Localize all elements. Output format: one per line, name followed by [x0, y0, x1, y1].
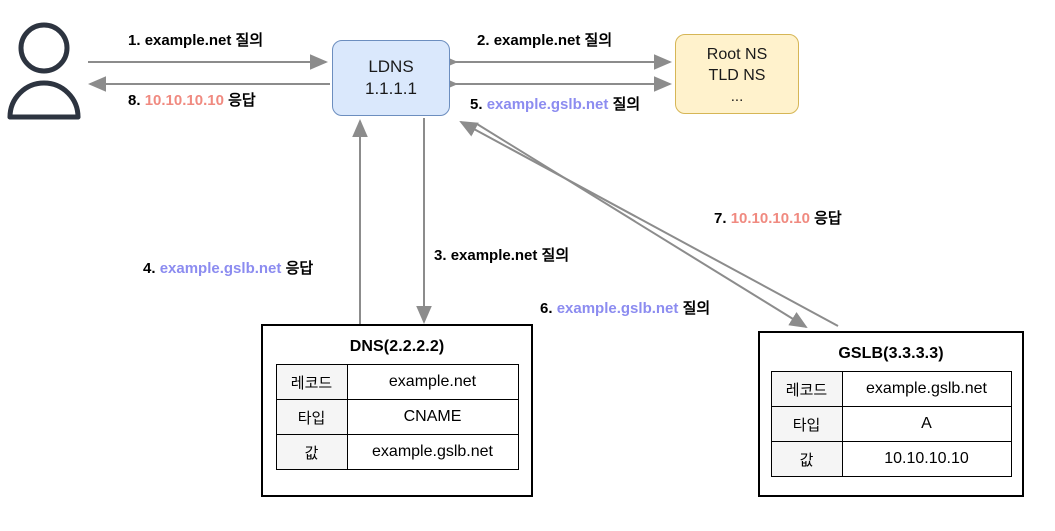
label-step-2-text: example.net 질의 [493, 32, 613, 49]
label-step-8: 8. 10.10.10.10 응답 [128, 90, 256, 112]
dns-row-2-value: example.gslb.net [346, 434, 519, 470]
node-ldns-ip: 1.1.1.1 [365, 79, 417, 98]
dns-record-table: 레코드 example.net 타입 CNAME 값 example.gslb.… [275, 364, 519, 470]
label-step-5-num: 5. [470, 96, 483, 113]
table-row: 레코드 example.net [275, 364, 519, 400]
gslb-row-1-key: 타입 [770, 406, 843, 442]
dns-row-2-key: 값 [275, 434, 348, 470]
label-step-5-domain: example.gslb.net [486, 96, 609, 113]
label-step-7-ip: 10.10.10.10 [730, 210, 810, 227]
label-step-8-text: 응답 [228, 92, 256, 109]
label-step-4-domain: example.gslb.net [159, 260, 282, 277]
label-step-6-text: 질의 [682, 300, 711, 317]
label-step-4-num: 4. [143, 260, 156, 277]
dns-record-box[interactable]: DNS(2.2.2.2) 레코드 example.net 타입 CNAME 값 … [261, 324, 533, 497]
gslb-box-title: GSLB(3.3.3.3) [838, 345, 944, 362]
label-step-7: 7. 10.10.10.10 응답 [714, 208, 842, 230]
gslb-row-0-key: 레코드 [770, 371, 843, 407]
node-rootns-line1: Root NS [706, 45, 768, 63]
label-step-3-num: 3. [434, 247, 447, 264]
label-step-4: 4. example.gslb.net 응답 [143, 258, 313, 280]
label-step-8-num: 8. [128, 92, 141, 109]
table-row: 레코드 example.gslb.net [770, 371, 1012, 407]
label-step-1: 1. example.net 질의 [128, 30, 263, 52]
person-icon [7, 22, 81, 120]
table-row: 값 example.gslb.net [275, 434, 519, 470]
label-step-3: 3. example.net 질의 [434, 245, 574, 267]
label-step-2-num: 2. [477, 32, 490, 49]
node-root-tld-ns[interactable]: Root NS TLD NS ... [675, 34, 799, 114]
gslb-row-1-value: A [841, 406, 1012, 442]
label-step-3-text: example.net 질의 [450, 247, 570, 264]
node-ldns-name: LDNS [368, 56, 414, 76]
gslb-row-2-value: 10.10.10.10 [841, 441, 1012, 477]
gslb-record-box[interactable]: GSLB(3.3.3.3) 레코드 example.gslb.net 타입 A … [758, 331, 1024, 497]
label-step-7-text: 응답 [814, 210, 842, 227]
gslb-row-2-key: 값 [770, 441, 843, 477]
node-ldns[interactable]: LDNS 1.1.1.1 [332, 40, 450, 116]
node-rootns-ellipsis: ... [730, 88, 744, 106]
table-row: 타입 CNAME [275, 399, 519, 435]
label-step-6: 6. example.gslb.net 질의 [540, 298, 710, 320]
table-row: 타입 A [770, 406, 1012, 442]
label-step-1-text: example.net 질의 [144, 32, 264, 49]
dns-row-1-key: 타입 [275, 399, 348, 435]
label-step-6-num: 6. [540, 300, 553, 317]
label-step-7-num: 7. [714, 210, 727, 227]
gslb-record-table: 레코드 example.gslb.net 타입 A 값 10.10.10.10 [770, 371, 1012, 477]
dns-row-0-value: example.net [346, 364, 519, 400]
dns-row-0-key: 레코드 [275, 364, 348, 400]
node-rootns-line2: TLD NS [708, 67, 766, 84]
gslb-row-0-value: example.gslb.net [841, 371, 1012, 407]
table-row: 값 10.10.10.10 [770, 441, 1012, 477]
dns-row-1-value: CNAME [346, 399, 519, 435]
label-step-5: 5. example.gslb.net 질의 [470, 94, 640, 116]
label-step-2: 2. example.net 질의 [477, 30, 612, 52]
label-step-8-ip: 10.10.10.10 [144, 92, 224, 109]
dns-box-title: DNS(2.2.2.2) [349, 338, 445, 355]
label-step-1-num: 1. [128, 32, 141, 49]
label-step-6-domain: example.gslb.net [556, 300, 679, 317]
label-step-4-text: 응답 [285, 260, 314, 277]
label-step-5-text: 질의 [612, 96, 641, 113]
